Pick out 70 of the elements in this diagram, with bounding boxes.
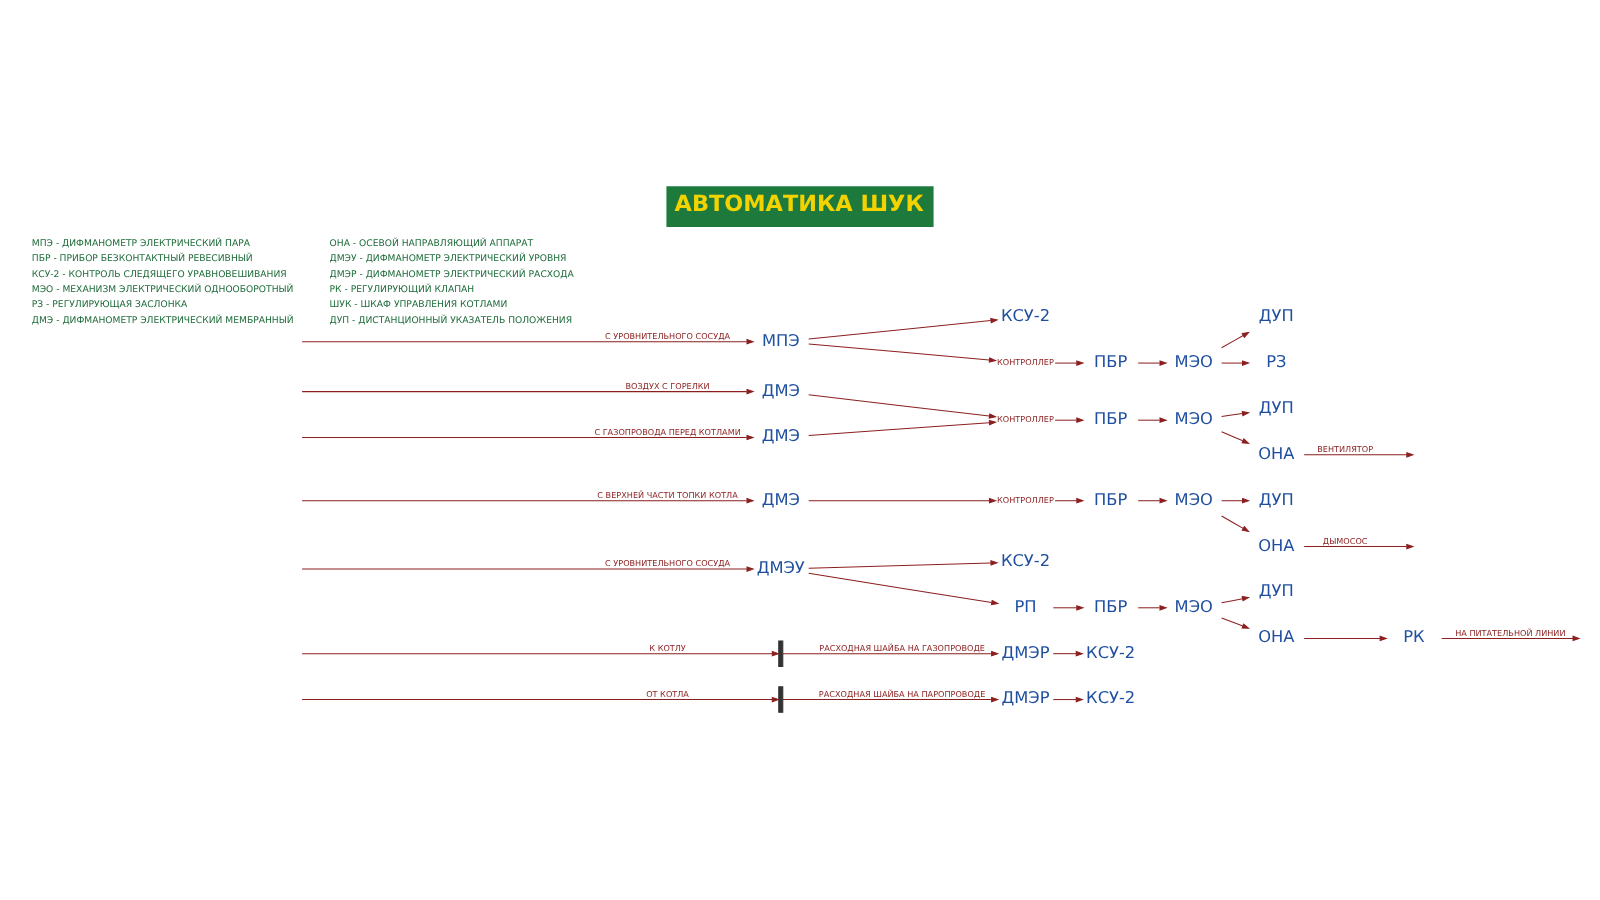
- arrow: [1137, 604, 1168, 611]
- arrow: [1221, 360, 1251, 366]
- node-text: КСУ-2: [1086, 641, 1136, 662]
- node-text: ДМЭ: [761, 379, 800, 400]
- arrow: [1303, 635, 1388, 642]
- node-text: МЭО: [1174, 408, 1213, 429]
- node-text: ПБР: [1094, 595, 1128, 616]
- arrow: [808, 394, 998, 419]
- arrow: [1221, 596, 1251, 604]
- arrow: [301, 497, 755, 504]
- arrow: [1303, 543, 1415, 550]
- node-bar: [778, 640, 784, 667]
- node-text: МПЭ: [761, 329, 800, 350]
- arrow: [1054, 360, 1085, 366]
- arrow: [1221, 410, 1251, 417]
- arrow: [808, 343, 998, 363]
- arrow: [771, 696, 1000, 703]
- arrow: [1052, 696, 1084, 703]
- arrow: [1221, 617, 1251, 629]
- arrow: [1052, 650, 1084, 657]
- node-bar: [778, 686, 784, 713]
- node-text: ОНА: [1258, 626, 1295, 647]
- node-text: КСУ-2: [1000, 549, 1051, 570]
- node-text: МЭО: [1174, 488, 1213, 509]
- node-text: ПБР: [1094, 488, 1128, 509]
- arrow: [1221, 331, 1250, 349]
- arrow: [808, 419, 998, 437]
- arrow: [808, 572, 1000, 606]
- arrow: [301, 338, 755, 345]
- arrow: [301, 434, 755, 441]
- node-text: РК: [1403, 626, 1425, 647]
- arrow: [771, 650, 1000, 657]
- arrow: [1221, 431, 1251, 444]
- node-text: МЭО: [1174, 350, 1213, 371]
- node-text: ДУП: [1258, 580, 1294, 601]
- arrow: [1052, 604, 1085, 611]
- node-text: ДМЭ: [761, 488, 800, 509]
- node-text: МЭО: [1174, 595, 1213, 616]
- arrow: [301, 388, 755, 395]
- node-text: ДМЭР: [1001, 641, 1050, 662]
- arrow: [1137, 360, 1168, 366]
- arrow: [1221, 515, 1250, 533]
- node-text: КСУ-2: [1000, 305, 1051, 326]
- arrow: [1137, 417, 1168, 424]
- arrow: [808, 497, 998, 504]
- node-text: ДУП: [1258, 305, 1294, 326]
- arrow: [808, 560, 999, 569]
- node-text: КСУ-2: [1086, 687, 1136, 708]
- node-text: ДМЭР: [1001, 687, 1050, 708]
- node-text: ДУП: [1258, 396, 1294, 417]
- node-text: ОНА: [1258, 534, 1295, 555]
- node-text: ОНА: [1258, 442, 1295, 463]
- arrow: [301, 650, 780, 657]
- arrow: [1441, 635, 1581, 642]
- arrow: [301, 566, 755, 572]
- arrow: [808, 317, 999, 340]
- node-text: ДМЭУ: [756, 556, 805, 577]
- node-text: ДУП: [1258, 488, 1294, 509]
- node-text: ПБР: [1094, 408, 1128, 429]
- arrow: [1054, 417, 1085, 424]
- arrow: [1221, 497, 1251, 504]
- arrow: [301, 696, 780, 703]
- node-text: ПБР: [1094, 350, 1128, 371]
- arrow: [1054, 497, 1085, 504]
- arrow: [1137, 497, 1168, 504]
- node-text: РП: [1014, 595, 1037, 616]
- node-text: РЗ: [1266, 350, 1287, 371]
- arrow: [1303, 452, 1415, 458]
- node-text: ДМЭ: [761, 425, 800, 446]
- diagram-title: АВТОМАТИКА ШУК: [674, 191, 924, 218]
